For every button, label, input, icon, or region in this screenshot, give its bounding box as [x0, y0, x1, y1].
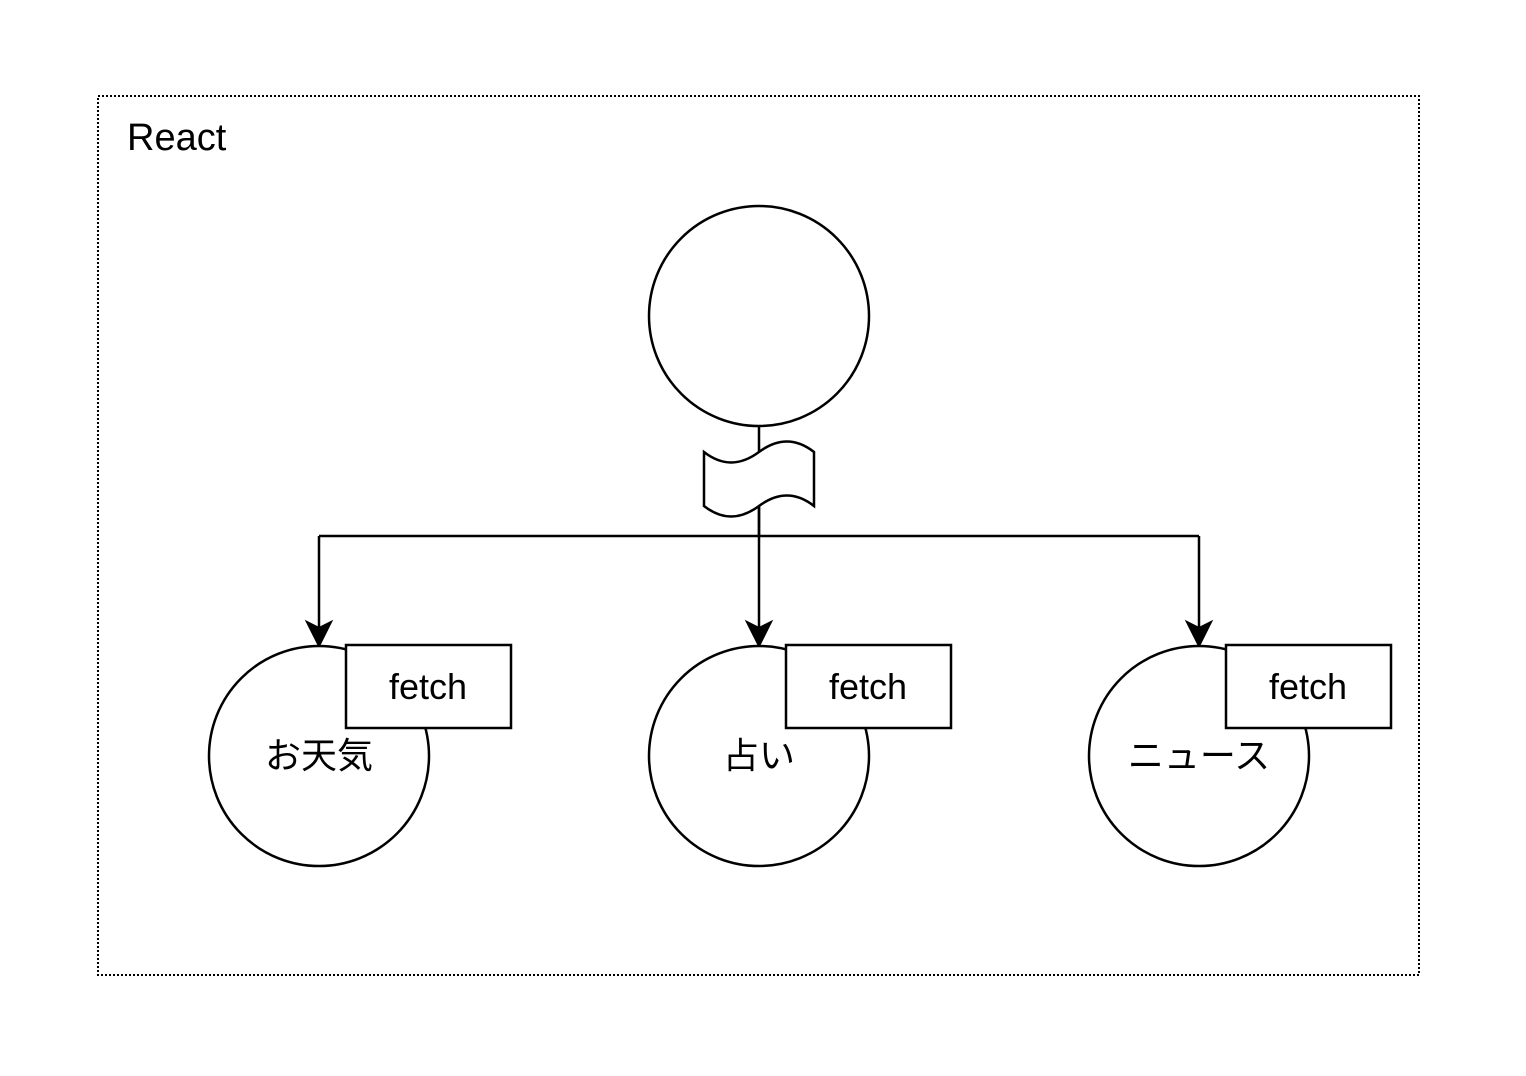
- arrowhead-weather: [304, 619, 334, 649]
- weather-fetch-tag: [344, 643, 513, 730]
- omission-break-symbol: [702, 440, 816, 518]
- react-frame-title: React: [127, 117, 227, 159]
- news-fetch-label: fetch: [1269, 666, 1347, 707]
- child-node-news: ニュース fetch: [1087, 536, 1393, 868]
- fortune-fetch-tag: [784, 643, 953, 730]
- fortune-node-label: 占い: [723, 735, 795, 776]
- news-fetch-tag: [1224, 643, 1393, 730]
- root-node: [647, 204, 871, 428]
- child-node-weather: お天気 fetch: [207, 536, 513, 868]
- news-node-label: ニュース: [1128, 735, 1270, 776]
- child-node-fortune: 占い fetch: [647, 536, 953, 868]
- react-frame: [97, 95, 1420, 976]
- weather-node-label: お天気: [265, 735, 373, 776]
- arrowhead-news: [1184, 619, 1214, 649]
- fortune-fetch-label: fetch: [829, 666, 907, 707]
- arrowhead-fortune: [744, 619, 774, 649]
- weather-fetch-label: fetch: [389, 666, 467, 707]
